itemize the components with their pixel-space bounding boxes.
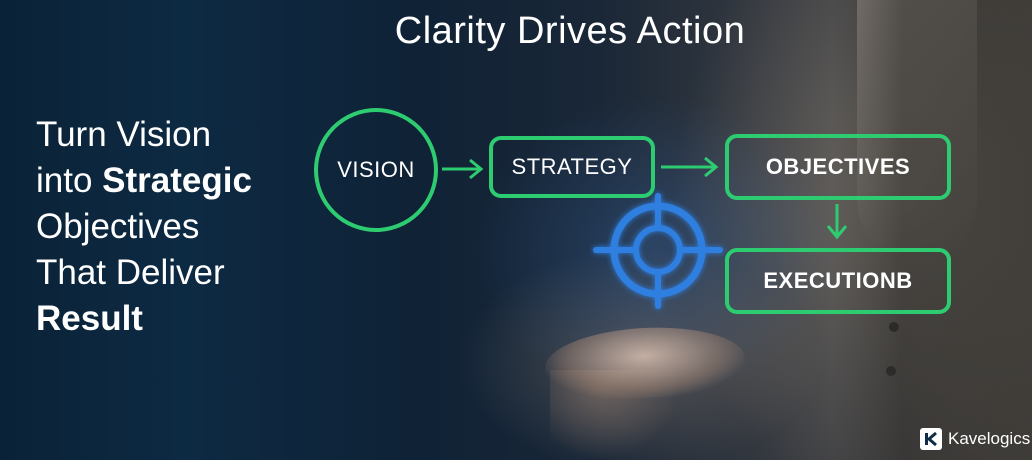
arrow-down-icon (826, 204, 848, 240)
intro-line: into Strategic (36, 161, 252, 200)
suit-button (889, 322, 899, 332)
brand-name: Kavelogics (948, 429, 1031, 448)
intro-line: Turn Vision (36, 115, 212, 154)
execution-node: EXECUTIONB (725, 248, 951, 314)
strategy-node: STRATEGY (489, 136, 655, 198)
objectives-node: OBJECTIVES (725, 134, 951, 200)
suit-button (886, 366, 896, 376)
intro-line: Objectives (36, 207, 200, 246)
kavelogics-logo-icon (920, 428, 942, 450)
arrow-right-icon (442, 158, 484, 180)
intro-line: That Deliver (36, 253, 225, 292)
vision-node: VISION (314, 108, 438, 232)
brand-logo: Kavelogics (920, 428, 1030, 450)
suit-shape (832, 0, 1032, 460)
intro-text: Turn Vision into Strategic Objectives Th… (36, 112, 306, 342)
target-icon (593, 193, 723, 309)
page-title: Clarity Drives Action (394, 10, 746, 52)
intro-line: Result (36, 299, 143, 338)
arrow-right-icon (661, 156, 719, 178)
